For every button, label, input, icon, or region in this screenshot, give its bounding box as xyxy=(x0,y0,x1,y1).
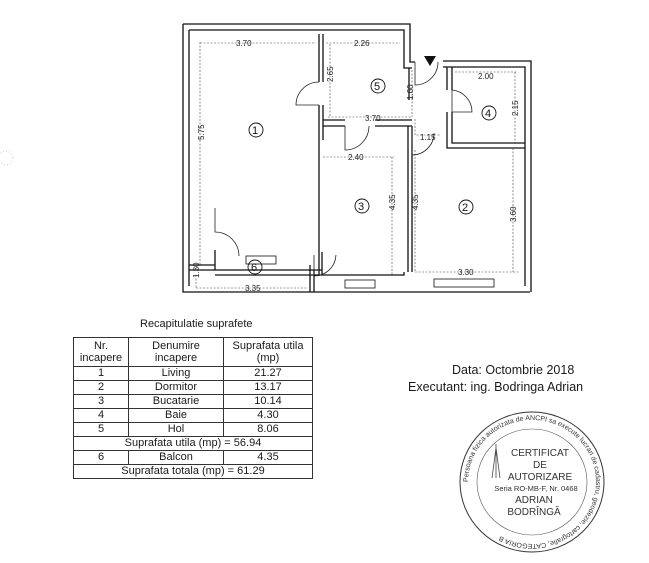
total-row: Suprafata totala (mp) = 61.29 xyxy=(73,464,313,479)
room-label-4: 4 xyxy=(485,108,491,120)
dim-balcony-width: 3.35 xyxy=(245,284,261,293)
cell-area: 4.30 xyxy=(223,408,313,423)
stamp-line-2: DE xyxy=(533,460,547,471)
authorization-stamp: Persoana fizica autorizata de ANCPI sa e… xyxy=(459,411,605,553)
header-area: Suprafata utila (mp) xyxy=(223,337,313,367)
dim-hall-width: 2.26 xyxy=(354,39,370,48)
cell-name: Hol xyxy=(128,422,224,437)
dim-kitchen-width: 2.40 xyxy=(348,153,364,162)
dim-bedroom-height-left: 4.35 xyxy=(411,194,420,210)
dim-entry-height: 1.60 xyxy=(406,84,415,100)
stamp-line-1: CERTIFICAT xyxy=(511,448,569,459)
stamp-line-6: BODRÎNGĂ xyxy=(507,505,561,518)
cell-area: 21.27 xyxy=(223,366,313,381)
dim-living-width: 3.70 xyxy=(236,39,252,48)
header-name: Denumire incapere xyxy=(128,337,224,367)
punch-hole-mark xyxy=(0,150,14,166)
cell-nr: 6 xyxy=(73,450,129,465)
cell-area: 8.06 xyxy=(223,422,313,437)
stamp-line-3: AUTORIZARE xyxy=(508,472,573,483)
cell-name: Dormitor xyxy=(128,380,224,395)
dim-bedroom-width: 3.30 xyxy=(458,268,474,277)
dim-bedroom-height-right: 3.60 xyxy=(509,206,518,222)
room-label-1: 1 xyxy=(252,125,258,137)
header-nr: Nr. incapere xyxy=(73,337,129,367)
table-header-row: Nr. incapere Denumire incapere Suprafata… xyxy=(73,337,313,367)
cell-area: 10.14 xyxy=(223,394,313,409)
dim-corridor-width: 1.15 xyxy=(420,133,436,142)
floor-plan: 3.70 2.26 2.65 1.60 2.00 2.15 5.75 3.70 … xyxy=(0,23,532,293)
cell-nr: 5 xyxy=(73,422,129,437)
date-text: Data: Octombrie 2018 xyxy=(452,363,575,377)
cell-nr: 4 xyxy=(73,408,129,423)
cell-name: Living xyxy=(128,366,224,381)
dim-bath-width: 2.00 xyxy=(478,72,494,81)
cell-name: Baie xyxy=(128,408,224,423)
subtotal-cell: Suprafata utila (mp) = 56.94 xyxy=(73,436,313,451)
dim-living-height: 5.75 xyxy=(197,124,206,140)
dim-kitchen-height: 4.35 xyxy=(388,194,397,210)
dim-bath-height: 2.15 xyxy=(511,100,520,116)
tower-icon xyxy=(491,444,501,479)
stamp-line-5: ADRIAN xyxy=(515,495,553,506)
cell-nr: 2 xyxy=(73,380,129,395)
room-label-6: 6 xyxy=(251,262,257,274)
dim-hall-height: 2.65 xyxy=(326,66,335,82)
document-meta: Data: Octombrie 2018 Executant: ing. Bod… xyxy=(408,362,583,396)
entrance-marker-icon xyxy=(424,56,436,66)
dim-balcony-height: 1.30 xyxy=(192,262,201,278)
cell-nr: 1 xyxy=(73,366,129,381)
room-label-3: 3 xyxy=(358,201,364,213)
room-label-5: 5 xyxy=(374,81,380,93)
stamp-line-4: Seria RO-MB-F, Nr. 0468 xyxy=(494,484,577,493)
cell-name: Balcon xyxy=(128,450,224,465)
dim-hall-length: 3.70 xyxy=(365,114,381,123)
room-label-2: 2 xyxy=(462,202,468,214)
recap-title: Recapitulatie suprafete xyxy=(140,318,253,330)
cell-name: Bucatarie xyxy=(128,394,224,409)
cell-nr: 3 xyxy=(73,394,129,409)
cell-area: 13.17 xyxy=(223,380,313,395)
cell-area: 4.35 xyxy=(223,450,313,465)
area-summary-table: Nr. incapere Denumire incapere Suprafata… xyxy=(73,337,313,479)
subtotal-row: Suprafata utila (mp) = 56.94 xyxy=(73,436,313,451)
executant-text: Executant: ing. Bodringa Adrian xyxy=(408,380,584,394)
total-cell: Suprafata totala (mp) = 61.29 xyxy=(73,464,313,479)
